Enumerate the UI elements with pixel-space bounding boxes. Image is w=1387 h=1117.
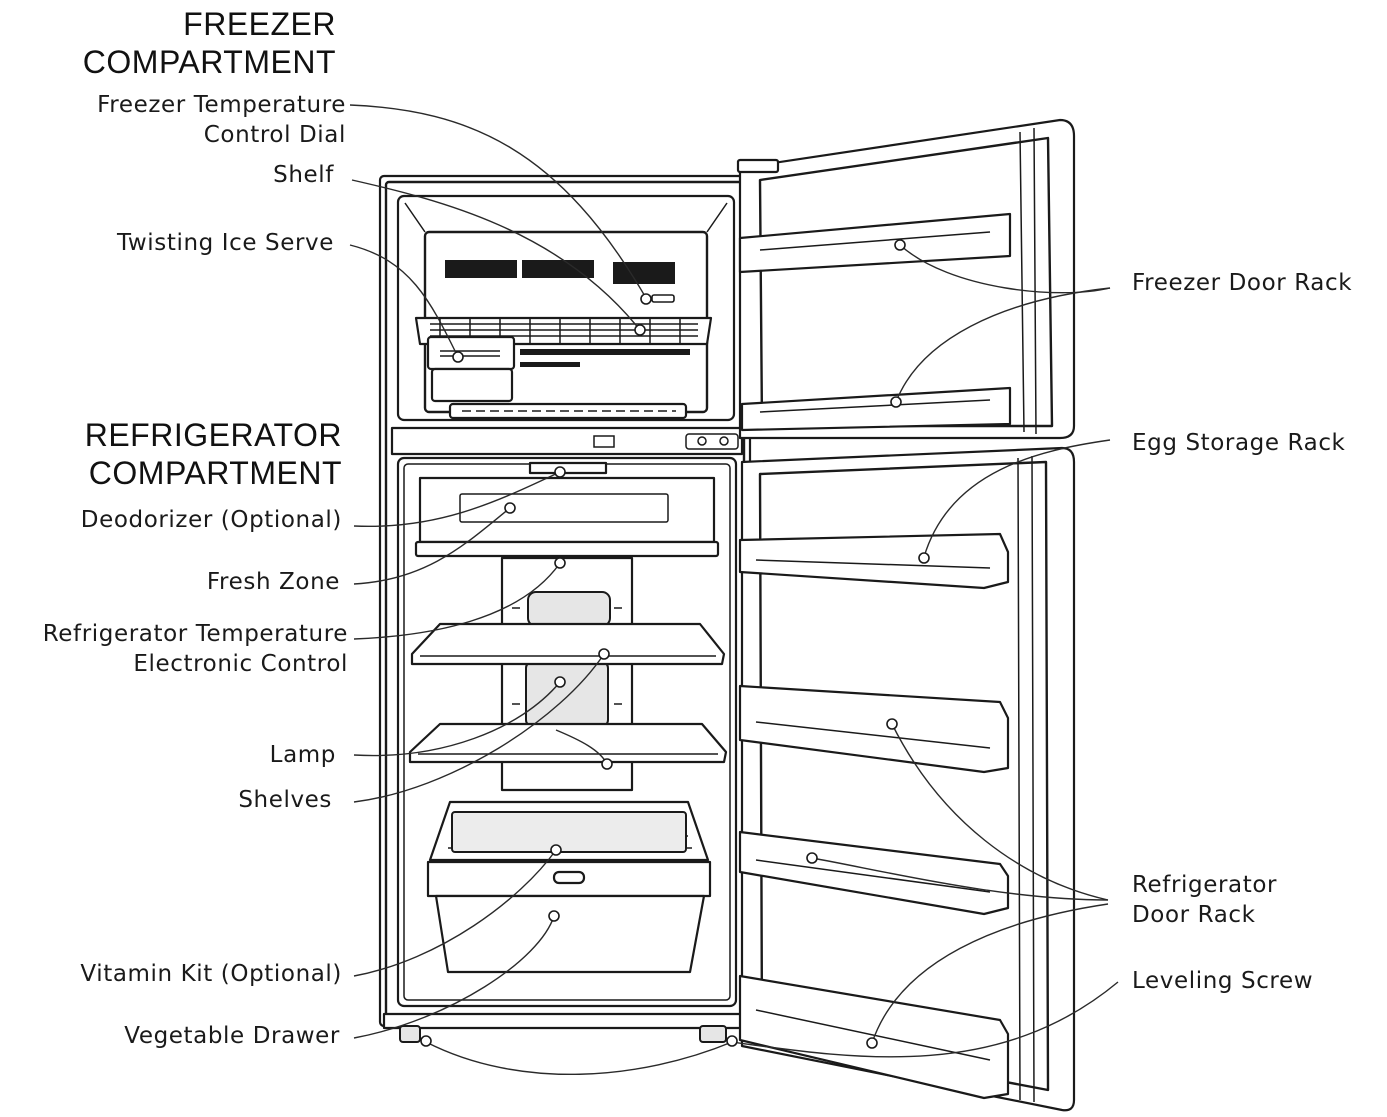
refrigerator-door: [738, 446, 1076, 1112]
leader-lines: [349, 104, 1119, 1076]
label-freezer-dial-line1: Freezer Temperature: [97, 92, 346, 118]
label-fridge-door-rack: Refrigerator Door Rack: [1132, 870, 1277, 930]
label-egg-rack: Egg Storage Rack: [1132, 430, 1346, 456]
label-freezer-dial: Freezer Temperature Control Dial: [40, 90, 346, 150]
label-fridge-control: Refrigerator Temperature Electronic Cont…: [0, 619, 348, 679]
label-fridge-door-rack-line1: Refrigerator: [1132, 872, 1278, 898]
label-freezer-door-rack: Freezer Door Rack: [1132, 270, 1353, 296]
refrigerator-heading-line1: REFRIGERATOR: [84, 417, 342, 453]
refrigerator-heading-line2: COMPARTMENT: [88, 455, 342, 491]
freezer-heading: FREEZER COMPARTMENT: [60, 5, 336, 81]
label-fridge-control-line2: Electronic Control: [133, 651, 348, 677]
label-vegetable-drawer: Vegetable Drawer: [124, 1023, 340, 1049]
label-lamp: Lamp: [269, 742, 336, 768]
label-leveling-screw: Leveling Screw: [1132, 968, 1314, 994]
label-fridge-door-rack-line2: Door Rack: [1132, 902, 1256, 928]
refrigerator-heading: REFRIGERATOR COMPARTMENT: [60, 416, 342, 492]
freezer-heading-line2: COMPARTMENT: [82, 44, 336, 80]
fridge-internals: [408, 461, 728, 974]
label-twisting-ice: Twisting Ice Serve: [117, 230, 334, 256]
freezer-internals: [414, 316, 713, 420]
label-vitamin-kit: Vitamin Kit (Optional): [80, 961, 342, 987]
label-shelf: Shelf: [273, 162, 334, 188]
label-deodorizer: Deodorizer (Optional): [80, 507, 342, 533]
freezer-heading-line1: FREEZER: [183, 6, 336, 42]
label-fridge-control-line1: Refrigerator Temperature: [42, 621, 348, 647]
callout-dots: [420, 239, 930, 1049]
label-freezer-dial-line2: Control Dial: [203, 122, 346, 148]
label-shelves: Shelves: [238, 787, 332, 813]
label-fresh-zone: Fresh Zone: [206, 569, 340, 595]
freezer-door: [736, 118, 1076, 440]
